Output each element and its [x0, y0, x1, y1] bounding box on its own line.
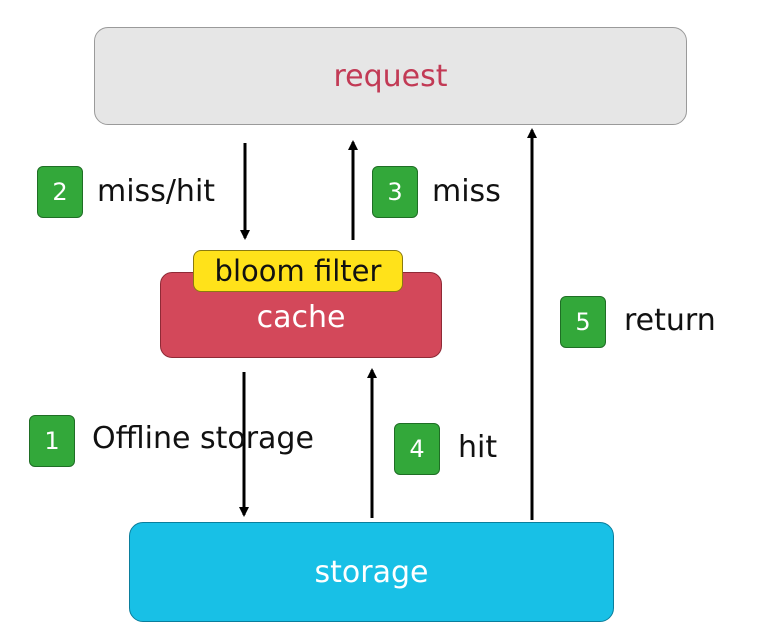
step-1-badge: 1 [29, 415, 75, 467]
step-3-badge: 3 [372, 166, 418, 218]
storage-node: storage [129, 522, 614, 622]
step-5-label: return [624, 303, 716, 338]
step-2-badge: 2 [37, 166, 83, 218]
step-2-label: miss/hit [97, 174, 216, 209]
step-4-badge: 4 [394, 423, 440, 475]
storage-label: storage [314, 554, 429, 590]
bloom-filter-node: bloom filter [193, 250, 403, 292]
request-label: request [333, 58, 448, 94]
bloom-filter-label: bloom filter [214, 254, 382, 288]
step-4-label: hit [458, 430, 498, 465]
step-1-label: Offline storage [92, 421, 314, 456]
step-3-label: miss [432, 174, 501, 209]
step-5-badge: 5 [560, 296, 606, 348]
cache-label: cache [256, 299, 346, 335]
request-node: request [94, 27, 687, 125]
